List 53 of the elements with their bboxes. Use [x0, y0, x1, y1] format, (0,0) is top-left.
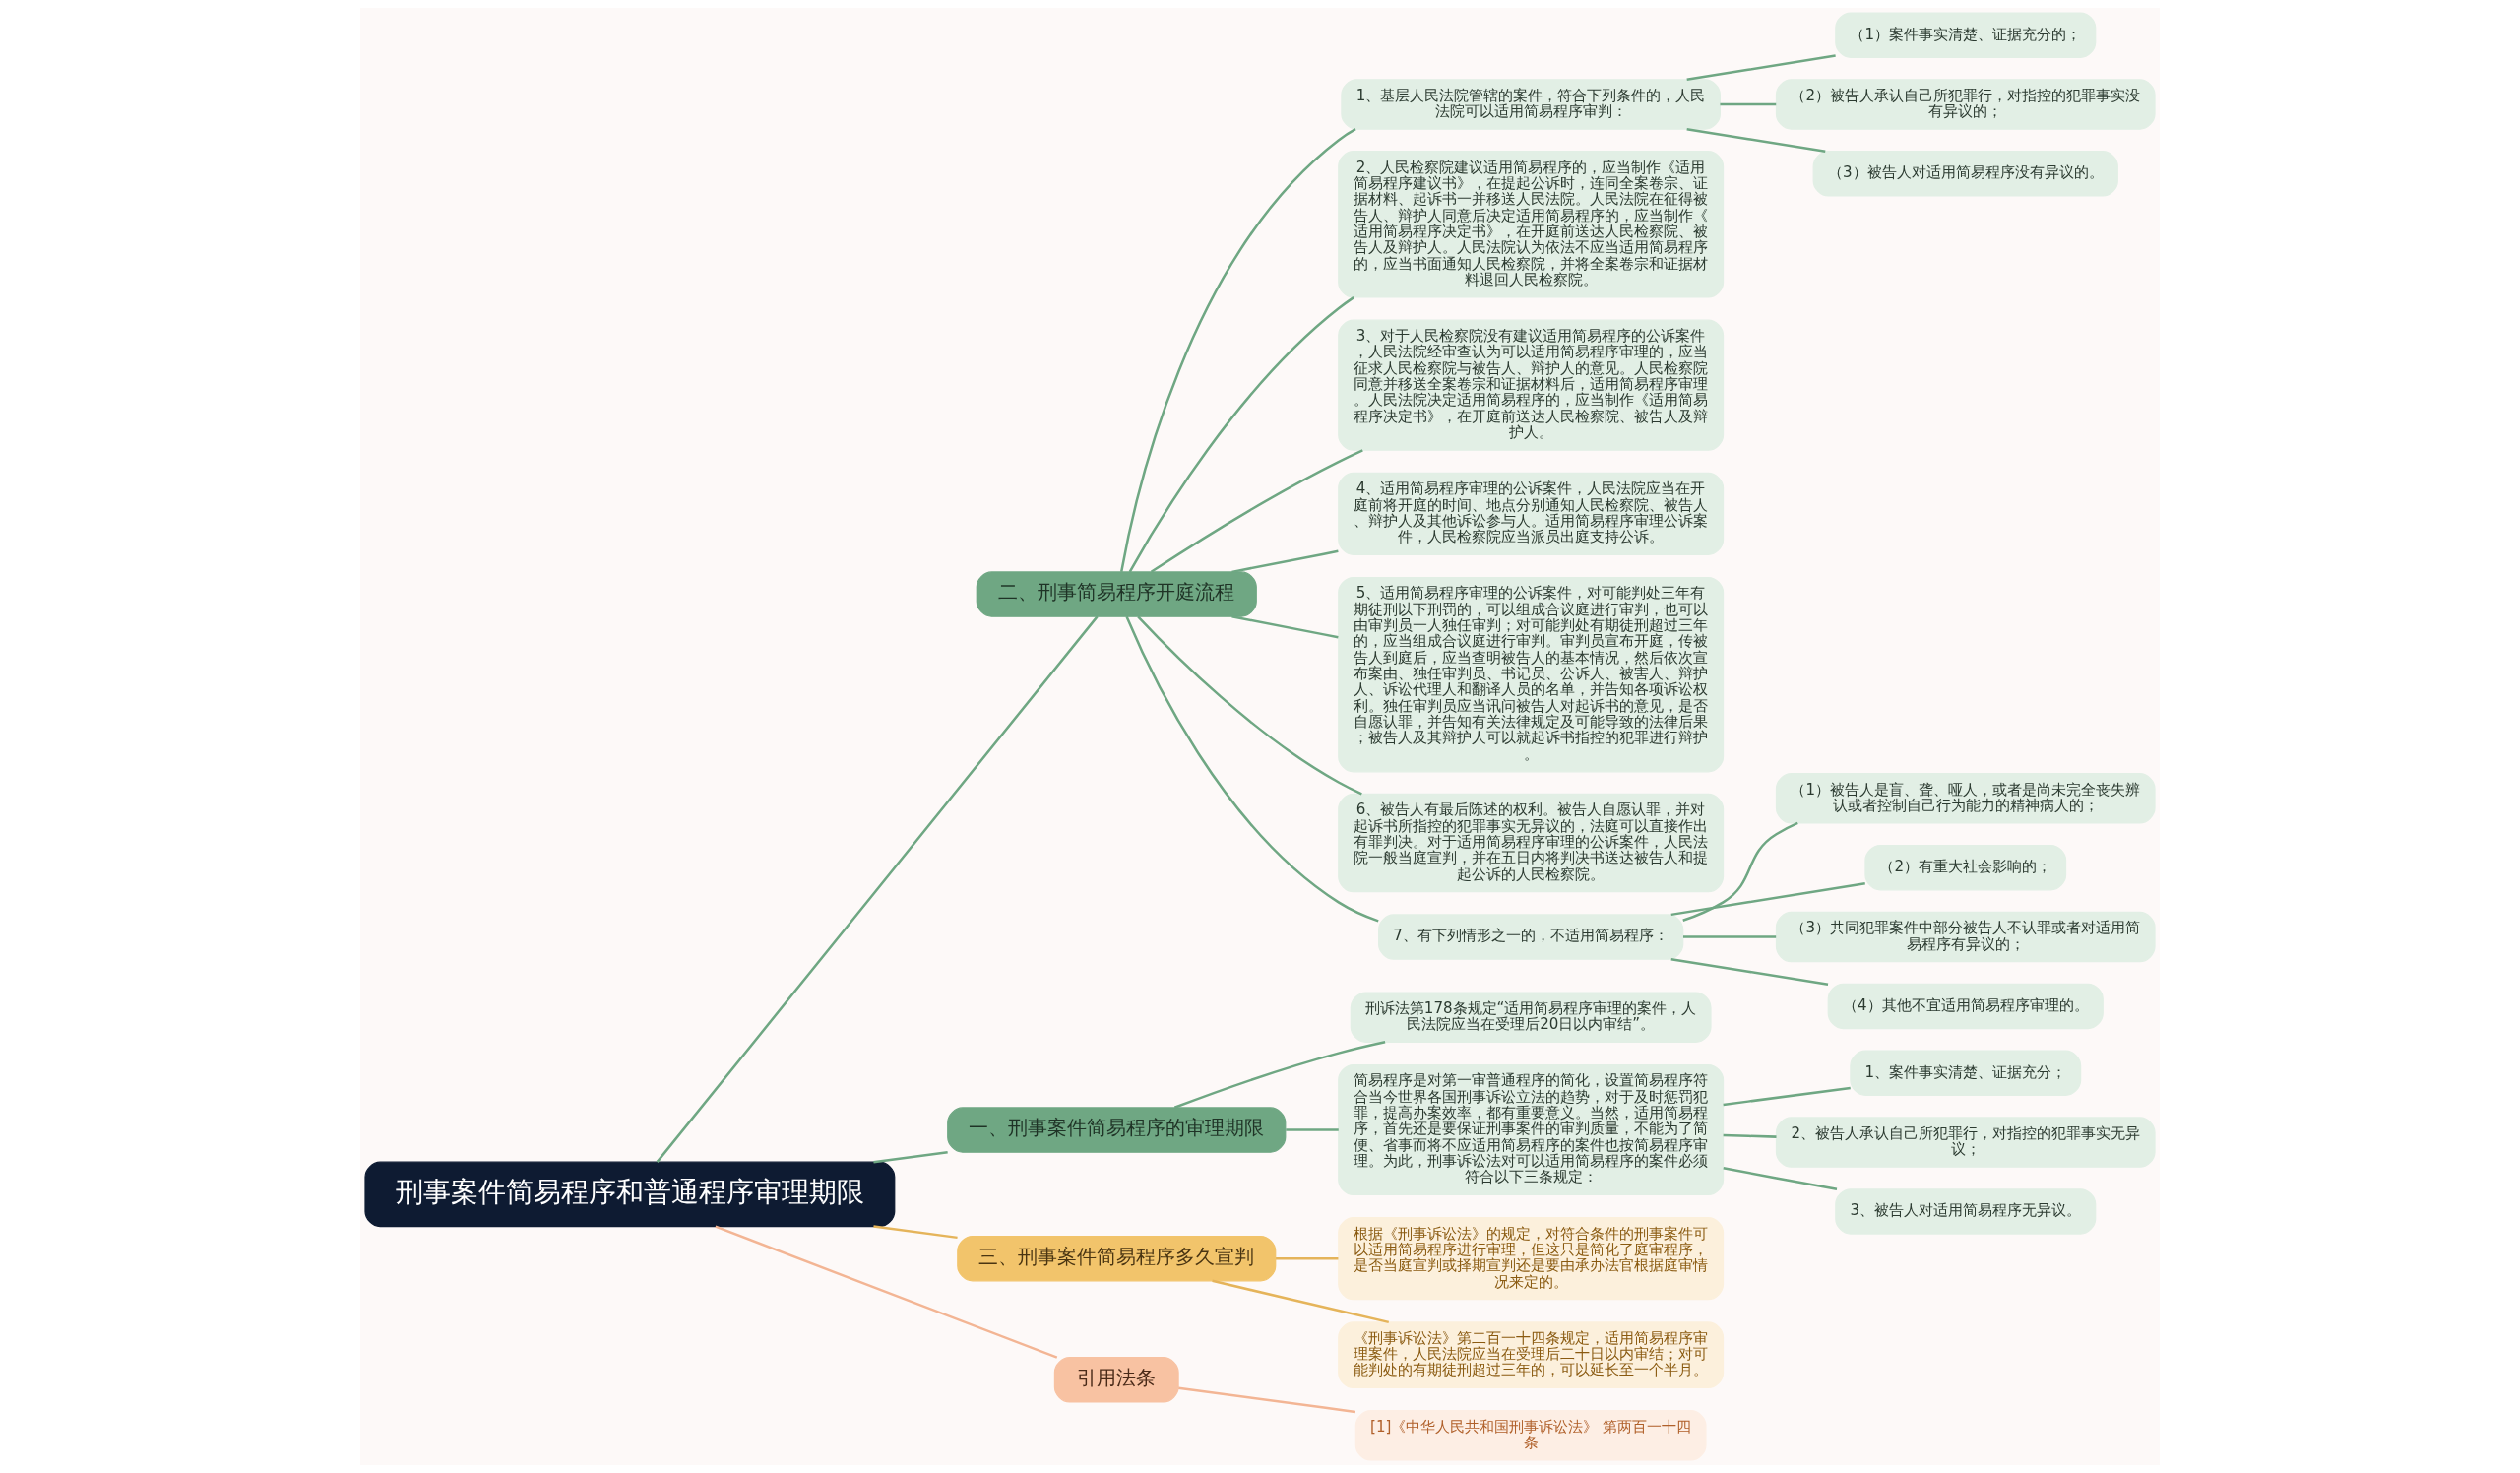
node-box: 2、人民检察院建议适用简易程序的，应当制作《适用简易程序建议书》，在提起公诉时，连同全案卷宗、证据材料、起诉书一并移送人民法院。人民法院在征得被告人、辩护人同意后决定适用简易程序的，应当制作《适用简易程序决定书》，在开庭前送达人民检察院、被告人及辩护人。人民法院认为依法不应当适用简易程序的，应当书面通知人民检察院，并将全案卷宗和证据材料退回人民检察院。: [1338, 151, 1725, 298]
connector: [1686, 54, 1836, 82]
connector: [1683, 935, 1777, 938]
node-box: （2）被告人承认自己所犯罪行，对指控的犯罪事实没有异议的；: [1775, 79, 2156, 130]
node-box: 7、有下列情形之一的，不适用简易程序：: [1377, 914, 1684, 960]
connector: [1128, 296, 1354, 573]
connector: [1686, 127, 1826, 153]
node-box: （1）被告人是盲、聋、哑人，或者是尚未完全丧失辨认或者控制自己行为能力的精神病人的；: [1775, 773, 2156, 824]
node-box: （2）有重大社会影响的；: [1864, 844, 2067, 891]
connector: [1670, 882, 1865, 917]
node-box: 3、被告人对适用简易程序无异议。: [1835, 1188, 2097, 1235]
connector: [1173, 1041, 1386, 1109]
node-box: 1、基层人民法院管辖的案件，符合下列条件的，人民法院可以适用简易程序审判：: [1341, 79, 1721, 130]
node-box: 引用法条: [1053, 1357, 1179, 1403]
node-box: （1）案件事实清楚、证据充分的；: [1835, 12, 2097, 58]
connector: [715, 1225, 1058, 1359]
node-box: 2、被告人承认自己所犯罪行，对指控的犯罪事实无异议；: [1775, 1117, 2156, 1168]
connector: [1150, 449, 1363, 573]
node-box: （3）被告人对适用简易程序没有异议的。: [1812, 151, 2118, 197]
connector: [1723, 1133, 1777, 1138]
node-box: （3）共同犯罪案件中部分被告人不认罪或者对适用简易程序有异议的；: [1775, 911, 2156, 963]
connector: [656, 615, 1099, 1163]
node-box: [1]《中华人民共和国刑事诉讼法》 第两百一十四条: [1354, 1410, 1707, 1461]
connector: [1231, 549, 1339, 574]
connector: [1720, 102, 1777, 106]
connector: [1723, 1167, 1838, 1191]
node-box: 简易程序是对第一审普通程序的简化，设置简易程序符合当今世界各国刑事诉讼立法的趋势，对于及时惩罚犯罪，提高办案效率，都有重要意义。当然，适用简易程序，首先还是要保证刑事案件的审判质量，不能为了简便、省事而将不应适用简易程序的案件也按简易程序审理。为此，刑事诉讼法对可以适用简易程序的案件必须符合以下三条规定：: [1338, 1063, 1725, 1196]
node-box: 3、对于人民检察院没有建议适用简易程序的公诉案件，人民法院经审查认为可以适用简易程序审理的，应当征求人民检察院与被告人、辩护人的意见。人民检察院同意并移送全案卷宗和证据材料后，适用简易程序审理。人民法院决定适用简易程序的，应当制作《适用简易程序决定书》，在开庭前送达人民检察院、被告人及辩护人。: [1338, 319, 1725, 451]
node-box: 5、适用简易程序审理的公诉案件，对可能判处三年有期徒刑以下刑罚的，可以组成合议庭进行审判，也可以由审判员一人独任审判；对可能判处有期徒刑超过三年的，应当组成合议庭进行审判。审判员宣布开庭，传被告人到庭后，应当查明被告人的基本情况，然后依次宣布案由、独任审判员、书记员、公诉人、被害人、辩护人、诉讼代理人和翻译人员的名单，并告知各项诉讼权利。独任审判员应当讯问被告人对起诉书的意见，是否自愿认罪，并告知有关法律规定及可能导致的法律后果；被告人及其辩护人可以就起诉书指控的犯罪进行辩护。: [1338, 576, 1725, 773]
node-box: 刑诉法第178条规定“适用简易程序审理的案件，人民法院应当在受理后20日以内审结”。: [1350, 992, 1712, 1043]
connector: [1120, 128, 1356, 572]
node-box: 根据《刑事诉讼法》的规定，对符合条件的刑事案件可以适用简易程序进行审理，但这只是简化了庭审程序，是否当庭宣判或择期宣判还是要由承办法官根据庭审情况来定的。: [1338, 1217, 1725, 1301]
connector: [1286, 1128, 1339, 1131]
connector: [1231, 614, 1339, 639]
connector: [1682, 821, 1798, 922]
connector: [1212, 1279, 1390, 1324]
node-box: 刑事案件简易程序和普通程序审理期限: [364, 1161, 896, 1228]
connector: [873, 1150, 948, 1164]
node-box: 4、适用简易程序审理的公诉案件，人民法院应当在开庭前将开庭的时间、地点分别通知人民检察院、被告人、辩护人及其他诉讼参与人。适用简易程序审理公诉案件，人民检察院应当派员出庭支持公诉。: [1338, 472, 1725, 555]
node-box: 二、刑事简易程序开庭流程: [976, 571, 1257, 617]
node-box: （4）其他不宜适用简易程序审理的。: [1827, 983, 2104, 1030]
connector: [873, 1225, 958, 1240]
connector: [1276, 1256, 1339, 1260]
node-box: 一、刑事案件简易程序的审理期限: [947, 1107, 1287, 1153]
node-box: 三、刑事案件简易程序多久宣判: [957, 1235, 1277, 1282]
connector: [1125, 615, 1379, 923]
connector: [1670, 957, 1829, 986]
node-box: 《刑事诉讼法》第二百一十四条规定，适用简易程序审理案件，人民法院应当在受理后二十日以内审结；对可能判处的有期徒刑超过三年的，可以延长至一个半月。: [1338, 1321, 1725, 1389]
node-box: 1、案件事实清楚、证据充分；: [1850, 1050, 2082, 1096]
node-box: 6、被告人有最后陈述的权利。被告人自愿认罪，并对起诉书所指控的犯罪事实无异议的，法庭可以直接作出有罪判决。对于适用简易程序审理的公诉案件，人民法院一般当庭宣判，并在五日内将判决书送达被告人和提起公诉的人民检察院。: [1338, 793, 1725, 893]
connector: [1723, 1086, 1851, 1107]
connector: [1178, 1386, 1356, 1414]
connector: [1137, 615, 1362, 796]
